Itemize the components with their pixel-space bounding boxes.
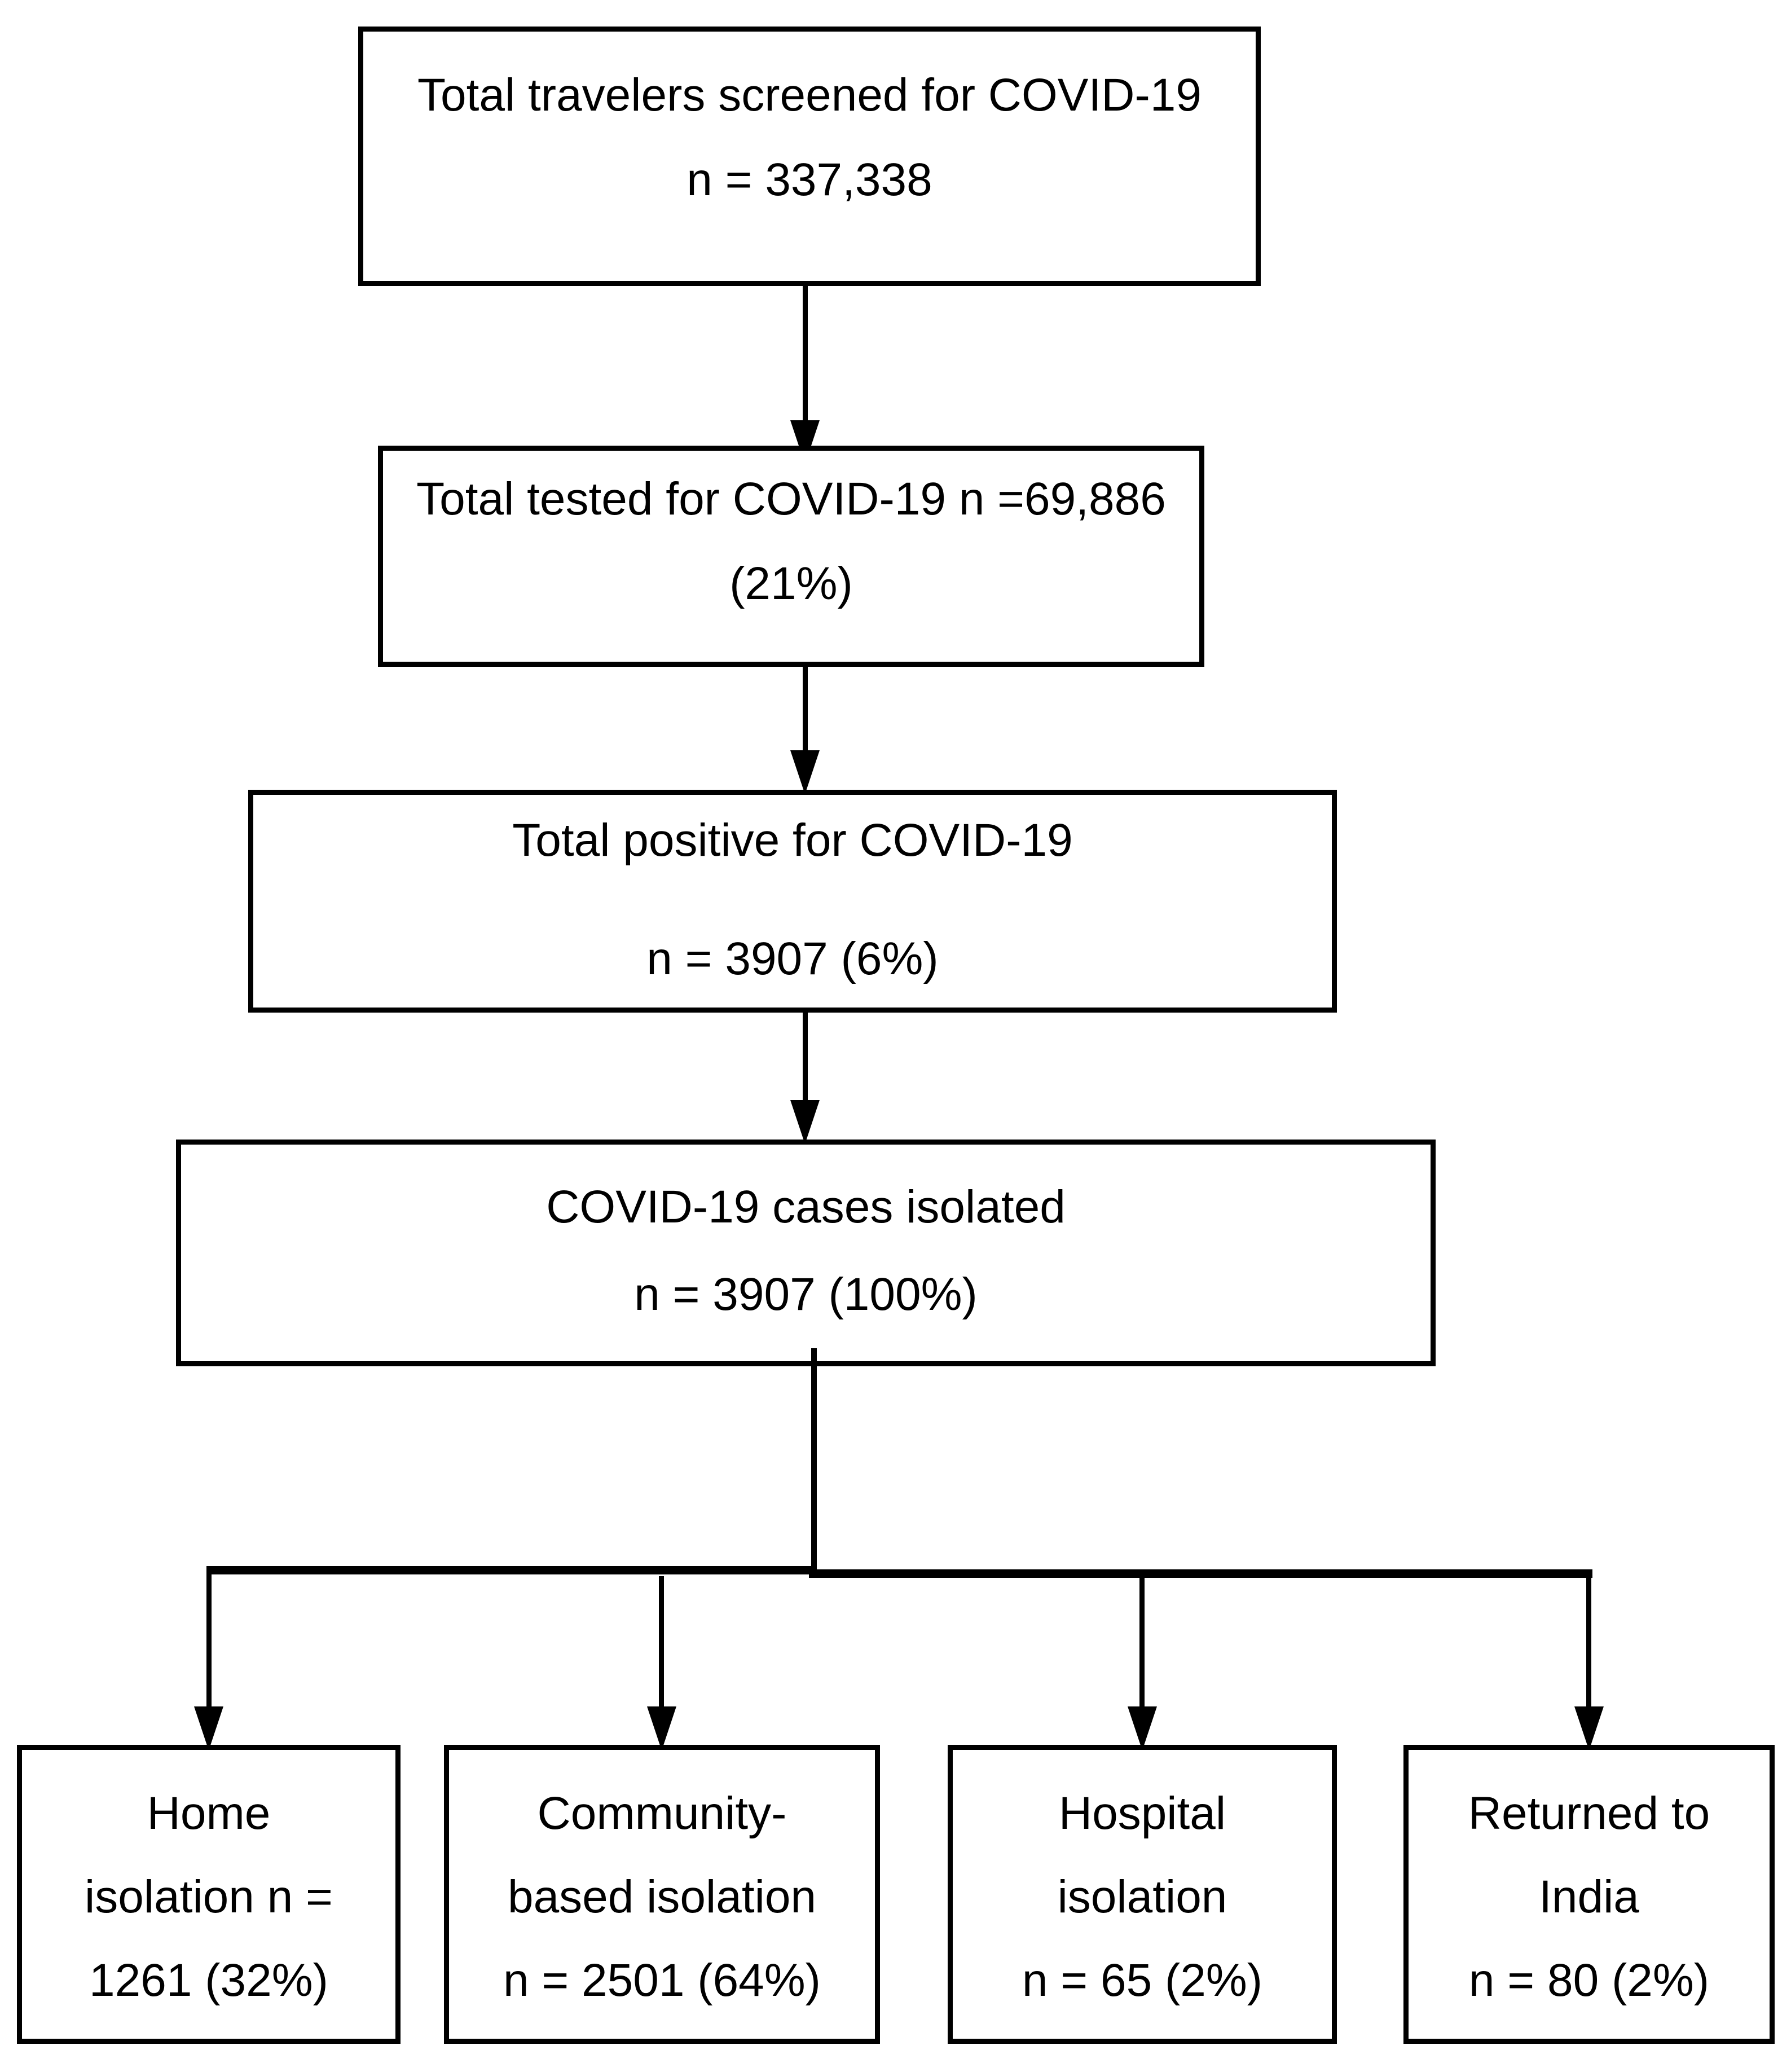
- node-returned-india-line3: n = 80 (2%): [1468, 1955, 1710, 2006]
- node-total-positive-label: Total positive for COVID-19: [512, 815, 1073, 866]
- node-returned-india-line1: Returned to: [1468, 1788, 1710, 1839]
- node-cases-isolated-count: n = 3907 (100%): [634, 1269, 978, 1320]
- arrow-down-icon: [790, 1100, 820, 1144]
- node-cases-isolated-label: COVID-19 cases isolated: [546, 1181, 1066, 1233]
- connector-to-home-isolation: [206, 1574, 212, 1706]
- node-total-positive-count: n = 3907 (6%): [646, 933, 939, 984]
- node-total-tested-percent: (21%): [729, 558, 853, 609]
- node-returned-india-line2: India: [1539, 1871, 1639, 1923]
- connector-rail-right: [809, 1569, 1592, 1578]
- node-hospital-isolation-line1: Hospital: [1058, 1788, 1226, 1839]
- arrow-down-icon: [194, 1706, 223, 1750]
- arrow-down-icon: [790, 750, 820, 794]
- node-total-screened: Total travelers screened for COVID-19 n …: [358, 27, 1261, 286]
- connector-to-community-isolation: [659, 1576, 664, 1706]
- connector-rail-left: [206, 1566, 817, 1574]
- node-hospital-isolation: Hospital isolation n = 65 (2%): [948, 1745, 1337, 2044]
- node-total-tested: Total tested for COVID-19 n =69,886 (21%…: [378, 446, 1204, 667]
- node-home-isolation: Home isolation n = 1261 (32%): [17, 1745, 401, 2044]
- connector-stem: [811, 1348, 817, 1574]
- connector-tested-to-positive: [803, 667, 808, 750]
- connector-to-hospital-isolation: [1139, 1576, 1145, 1706]
- node-hospital-isolation-line2: isolation: [1057, 1871, 1227, 1923]
- node-community-isolation: Community- based isolation n = 2501 (64%…: [444, 1745, 880, 2044]
- node-community-isolation-line2: based isolation: [507, 1871, 817, 1923]
- node-hospital-isolation-line3: n = 65 (2%): [1022, 1955, 1263, 2006]
- node-community-isolation-line1: Community-: [537, 1788, 787, 1839]
- node-total-tested-label: Total tested for COVID-19 n =69,886: [416, 473, 1166, 525]
- connector-to-returned-india: [1586, 1576, 1591, 1706]
- arrow-down-icon: [1128, 1706, 1157, 1750]
- node-community-isolation-line3: n = 2501 (64%): [503, 1955, 821, 2006]
- node-total-screened-count: n = 337,338: [687, 154, 932, 205]
- node-total-positive: Total positive for COVID-19 n = 3907 (6%…: [248, 790, 1337, 1013]
- node-home-isolation-line2: isolation n =: [85, 1871, 333, 1923]
- node-home-isolation-line1: Home: [147, 1788, 271, 1839]
- connector-screened-to-tested: [803, 286, 808, 420]
- node-cases-isolated: COVID-19 cases isolated n = 3907 (100%): [176, 1140, 1436, 1366]
- node-total-screened-label: Total travelers screened for COVID-19: [417, 69, 1202, 121]
- node-returned-india: Returned to India n = 80 (2%): [1403, 1745, 1775, 2044]
- node-home-isolation-line3: 1261 (32%): [89, 1955, 328, 2006]
- arrow-down-icon: [647, 1706, 676, 1750]
- connector-positive-to-isolated: [803, 1013, 808, 1100]
- arrow-down-icon: [1574, 1706, 1604, 1750]
